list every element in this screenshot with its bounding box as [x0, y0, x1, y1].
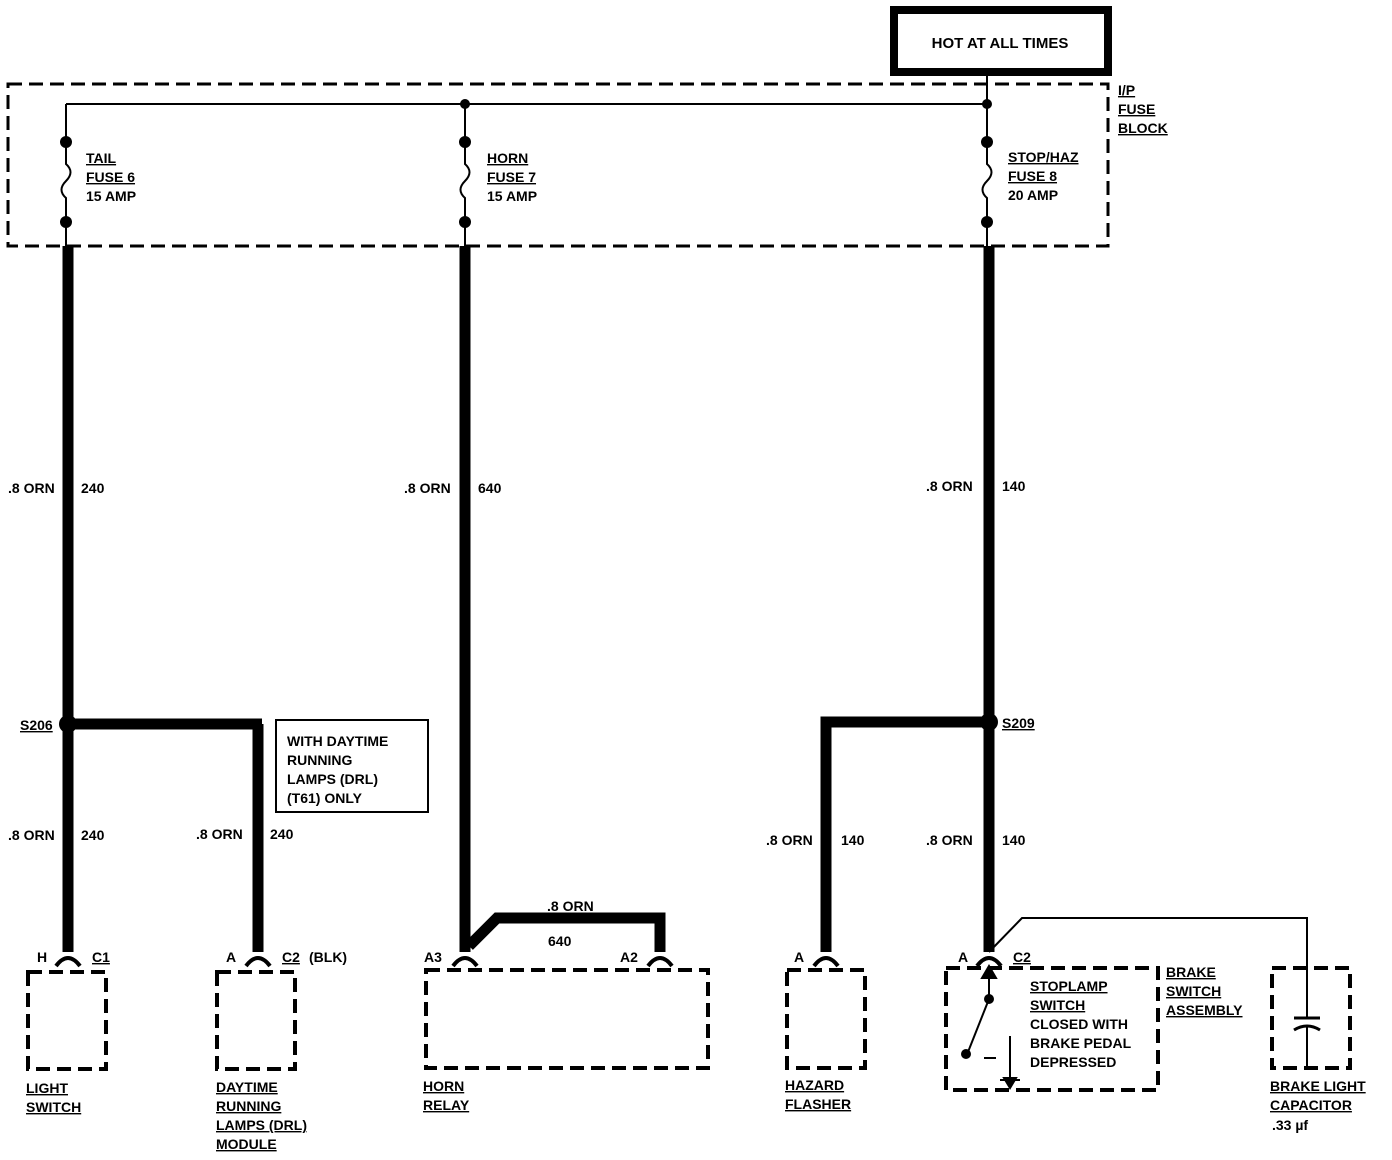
connector-label: C2	[282, 949, 300, 965]
svg-text:S209: S209	[1002, 715, 1035, 731]
svg-text:20 AMP: 20 AMP	[1008, 187, 1058, 203]
brake-switch-assembly: STOPLAMP SWITCH CLOSED WITH BRAKE PEDAL …	[944, 964, 1243, 1092]
svg-text:STOPLAMP: STOPLAMP	[1030, 978, 1108, 994]
svg-text:BRAKE: BRAKE	[1166, 964, 1216, 980]
circuit-label: 240	[81, 480, 105, 496]
svg-text:SWITCH: SWITCH	[1166, 983, 1221, 999]
svg-text:SWITCH: SWITCH	[1030, 997, 1085, 1013]
light-switch: LIGHT SWITCH	[26, 970, 108, 1115]
fuse-block-boundary	[6, 82, 1110, 248]
pin-label: A2	[620, 949, 638, 965]
svg-text:LIGHT: LIGHT	[26, 1080, 68, 1096]
pin-label: A	[958, 949, 968, 965]
svg-text:15 AMP: 15 AMP	[487, 188, 537, 204]
fuse-8: STOP/HAZ FUSE 8 20 AMP	[981, 136, 1079, 246]
circuit-label: 240	[270, 826, 294, 842]
svg-text:HORN: HORN	[487, 150, 528, 166]
svg-text:RUNNING: RUNNING	[287, 752, 352, 768]
pin-label: H	[37, 949, 47, 965]
pin-label: A	[226, 949, 236, 965]
svg-text:RUNNING: RUNNING	[216, 1098, 281, 1114]
svg-text:LAMPS (DRL): LAMPS (DRL)	[287, 771, 378, 787]
relay-wire-circuit: 640	[548, 933, 572, 949]
svg-text:DAYTIME: DAYTIME	[216, 1079, 278, 1095]
svg-text:FUSE 8: FUSE 8	[1008, 168, 1057, 184]
splice-s206: S206	[20, 715, 77, 733]
svg-text:BRAKE LIGHT: BRAKE LIGHT	[1270, 1078, 1366, 1094]
circuit-label: 140	[1002, 832, 1026, 848]
svg-text:CAPACITOR: CAPACITOR	[1270, 1097, 1352, 1113]
fuse-7: HORN FUSE 7 15 AMP	[459, 136, 537, 246]
pin-label: A	[794, 949, 804, 965]
connector-terminals	[54, 956, 1003, 968]
svg-text:RELAY: RELAY	[423, 1097, 470, 1113]
pin-label: A3	[424, 949, 442, 965]
wire-color-label: .8 ORN	[926, 478, 973, 494]
circuit-label: 140	[1002, 478, 1026, 494]
splice-s209: S209	[980, 713, 1035, 731]
wire-240	[62, 246, 264, 952]
svg-text:FUSE 7: FUSE 7	[487, 169, 536, 185]
circuit-label: 640	[478, 480, 502, 496]
svg-text:STOP/HAZ: STOP/HAZ	[1008, 149, 1079, 165]
svg-text:BLOCK: BLOCK	[1118, 120, 1168, 136]
svg-text:TAIL: TAIL	[86, 150, 117, 166]
wire-color-label: .8 ORN	[196, 826, 243, 842]
svg-text:LAMPS (DRL): LAMPS (DRL)	[216, 1117, 307, 1133]
drl-note: WITH DAYTIME RUNNING LAMPS (DRL) (T61) O…	[275, 719, 429, 813]
circuit-label: 140	[841, 832, 865, 848]
svg-text:DEPRESSED: DEPRESSED	[1030, 1054, 1116, 1070]
svg-text:MODULE: MODULE	[216, 1136, 277, 1152]
wire-color-label: .8 ORN	[404, 480, 451, 496]
svg-text:FUSE 6: FUSE 6	[86, 169, 135, 185]
svg-text:BRAKE PEDAL: BRAKE PEDAL	[1030, 1035, 1132, 1051]
stoplamp-switch-symbol	[961, 964, 1020, 1090]
wire-color-label: .8 ORN	[926, 832, 973, 848]
svg-text:FLASHER: FLASHER	[785, 1096, 851, 1112]
connector-label: C1	[92, 949, 110, 965]
wire-color-label: .8 ORN	[8, 480, 55, 496]
svg-text:HORN: HORN	[423, 1078, 464, 1094]
svg-text:S206: S206	[20, 717, 53, 733]
connector-label: C2	[1013, 949, 1031, 965]
connector-color: (BLK)	[309, 949, 347, 965]
svg-text:WITH DAYTIME: WITH DAYTIME	[287, 733, 388, 749]
svg-text:FUSE: FUSE	[1118, 101, 1155, 117]
svg-text:SWITCH: SWITCH	[26, 1099, 81, 1115]
fuse-6: TAIL FUSE 6 15 AMP	[60, 136, 136, 246]
drl-module: DAYTIME RUNNING LAMPS (DRL) MODULE	[215, 970, 307, 1152]
svg-text:15 AMP: 15 AMP	[86, 188, 136, 204]
hot-at-all-times-box: HOT AT ALL TIMES	[890, 6, 1112, 76]
wire-color-label: .8 ORN	[8, 827, 55, 843]
wire-color-label: .8 ORN	[766, 832, 813, 848]
svg-text:I/P: I/P	[1118, 82, 1135, 98]
svg-text:(T61) ONLY: (T61) ONLY	[287, 790, 363, 806]
svg-text:.33 µf: .33 µf	[1272, 1117, 1308, 1133]
svg-text:HAZARD: HAZARD	[785, 1077, 844, 1093]
wire-140	[820, 246, 995, 952]
hazard-flasher: HAZARD FLASHER	[785, 968, 867, 1112]
fuse-block-label: I/P FUSE BLOCK	[1118, 82, 1168, 136]
horn-relay: HORN RELAY	[423, 968, 710, 1113]
circuit-label: 240	[81, 827, 105, 843]
hot-label: HOT AT ALL TIMES	[932, 35, 1069, 52]
wire-640	[459, 246, 666, 952]
svg-text:ASSEMBLY: ASSEMBLY	[1166, 1002, 1243, 1018]
relay-wire-color: .8 ORN	[547, 898, 594, 914]
brake-light-capacitor: BRAKE LIGHT CAPACITOR .33 µf	[1270, 966, 1366, 1133]
svg-text:CLOSED WITH: CLOSED WITH	[1030, 1016, 1128, 1032]
